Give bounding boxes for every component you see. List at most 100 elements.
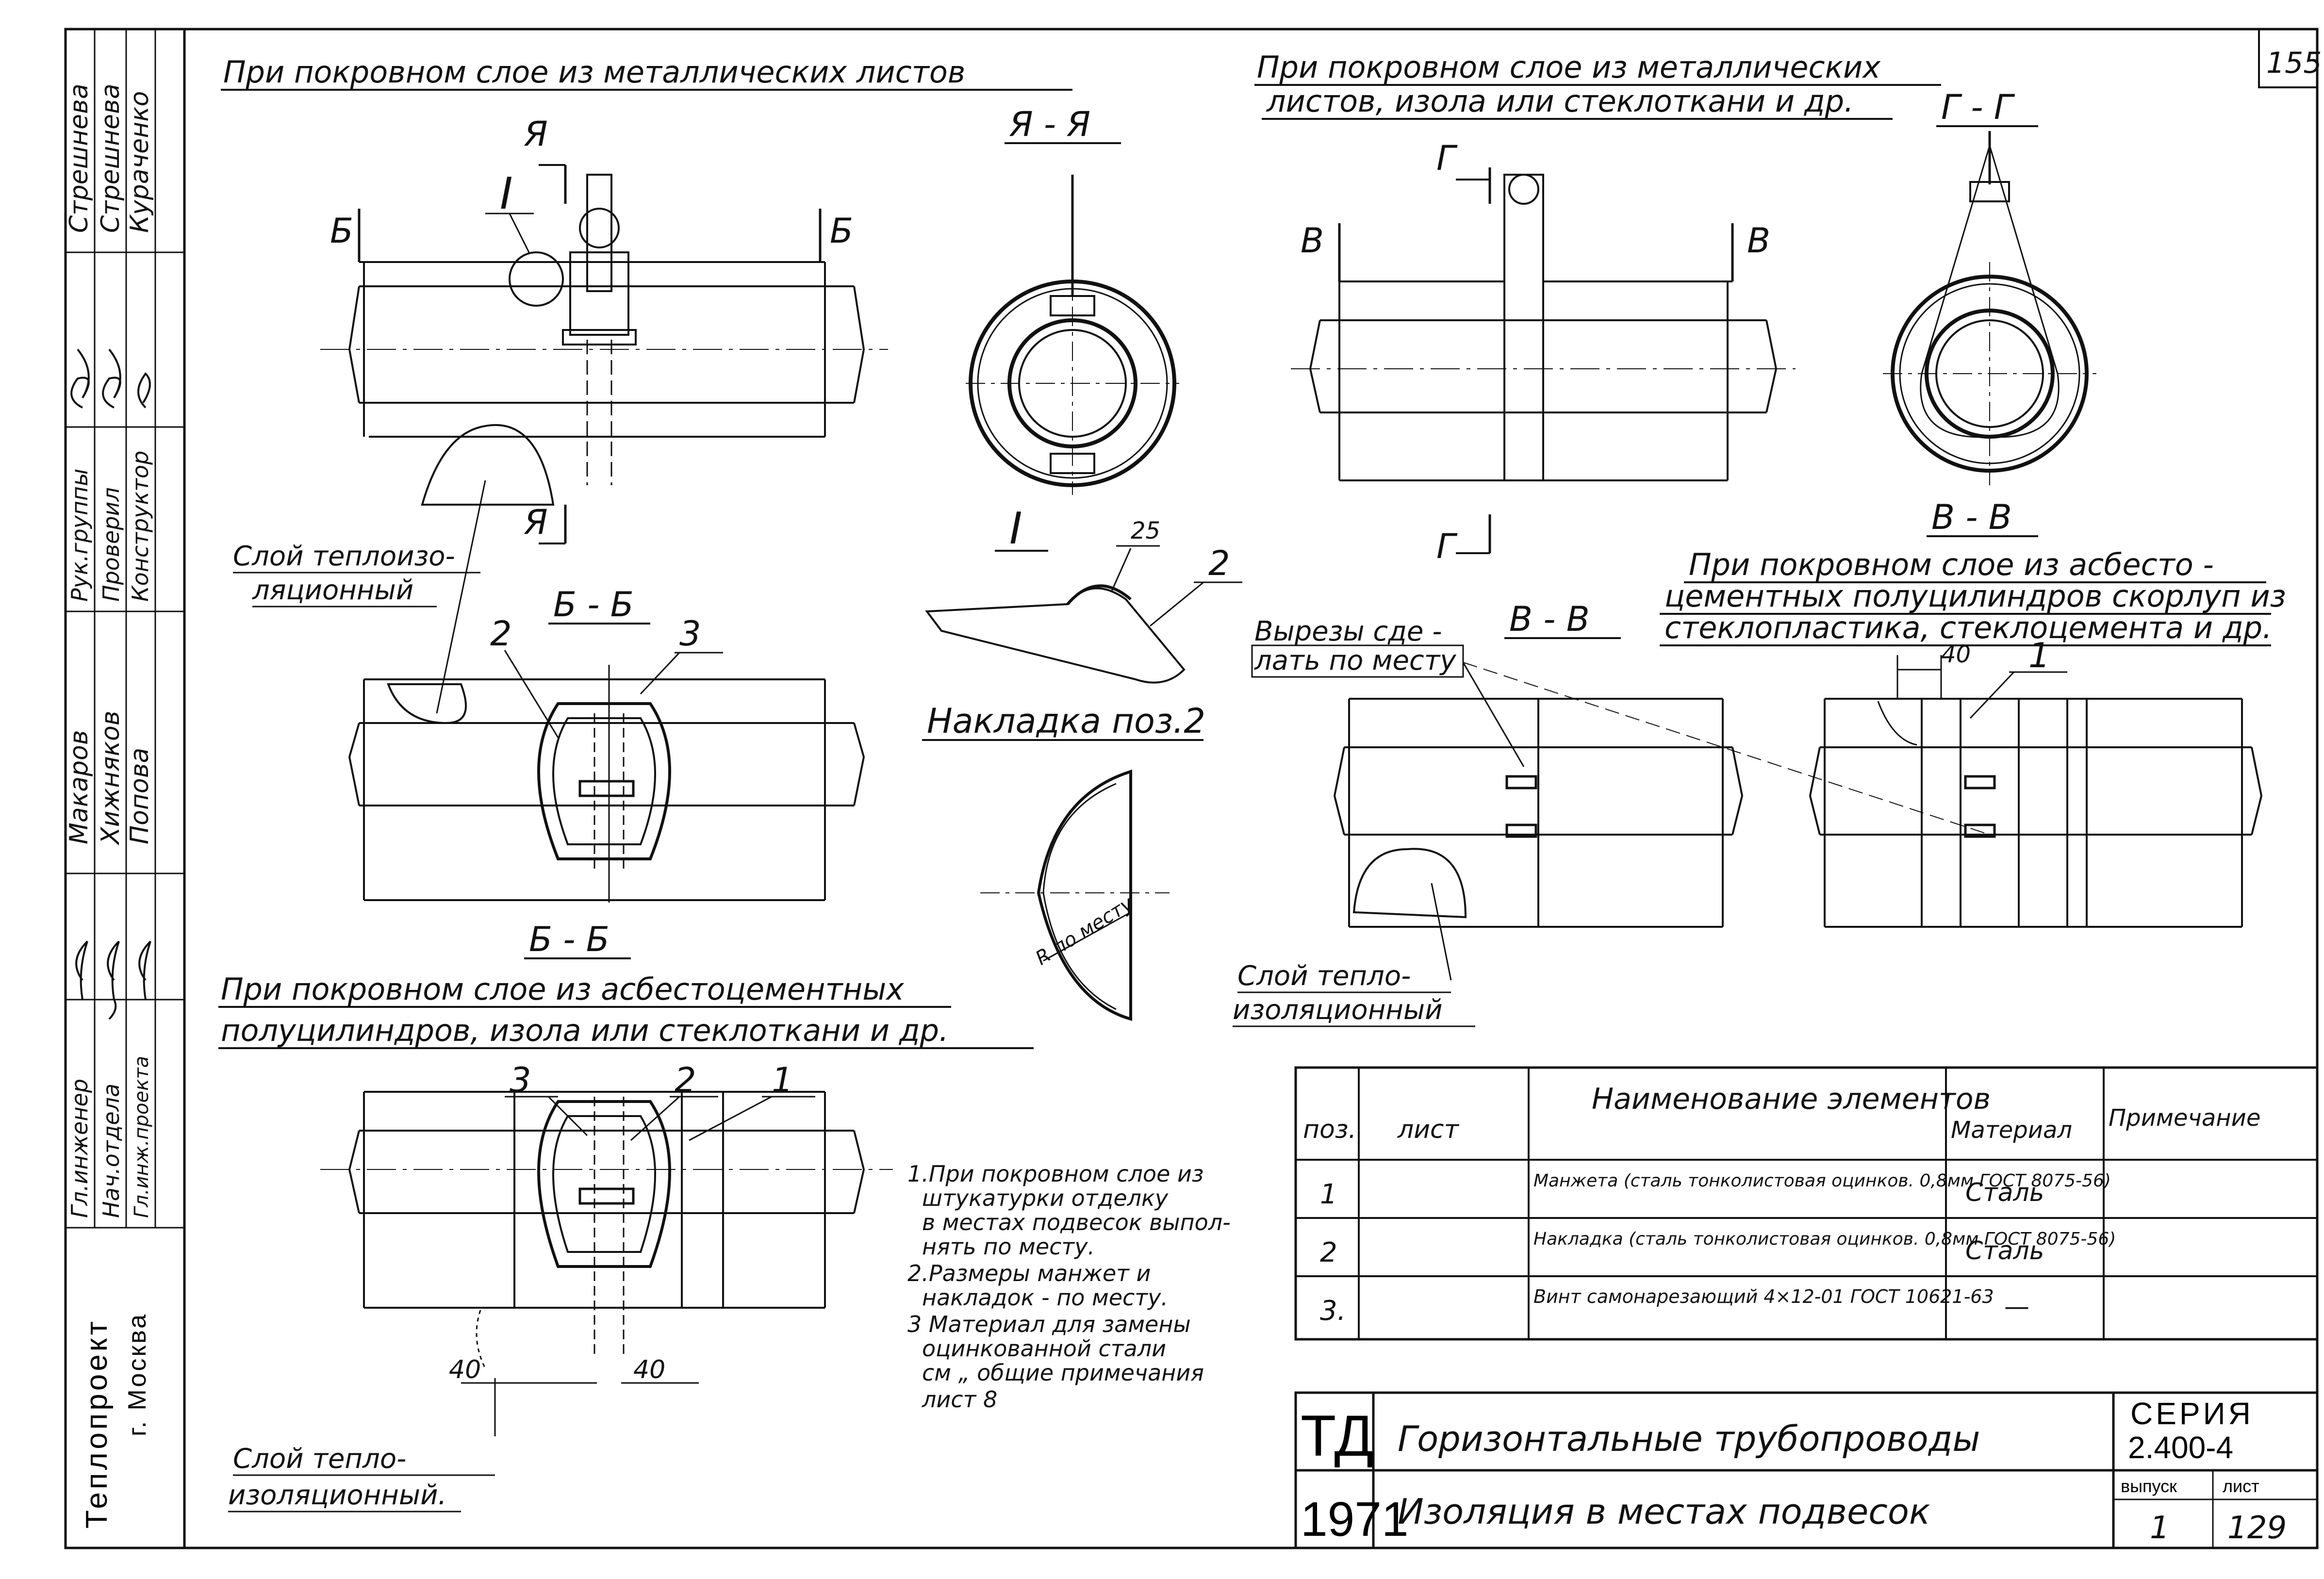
label-V-right: В — [1747, 221, 1770, 261]
lb-dim-40a: 40 — [449, 1355, 481, 1384]
stamp-role-5: Проверил — [98, 487, 124, 602]
stamp-city: г. Москва — [123, 1313, 151, 1436]
overlay-title: Накладка поз.2 — [927, 701, 1205, 741]
view-overlay-pos2: Накладка поз.2 R по месту — [922, 701, 1205, 1021]
node-I-label: I — [1009, 503, 1022, 554]
label-A-top: Я — [524, 114, 548, 154]
note-line-3: в местах подвесок выпол- — [922, 1209, 1231, 1235]
signature-1 — [70, 348, 90, 409]
note-line-2: штукатурки отделку — [922, 1185, 1169, 1211]
section-BB-under: Б - Б — [529, 920, 610, 959]
stamp-role-3: Гл.инж.проекта — [131, 1056, 153, 1218]
view-left-bottom: При покровном слое из асбестоцементных п… — [218, 971, 1034, 1513]
note-line-1: 1.При покровном слое из — [907, 1161, 1203, 1187]
stamp-name-3: Кураченко — [125, 91, 154, 233]
row3-material: — — [2004, 1292, 2029, 1321]
tb-title-1: Горизонтальные трубопроводы — [1398, 1418, 1980, 1459]
label-B-left: Б — [330, 211, 353, 251]
note-line-5: 2.Размеры манжет и — [907, 1260, 1151, 1286]
label-V-left: В — [1301, 221, 1324, 261]
BB-pos3: 3 — [679, 614, 701, 654]
insul-label-2: ляционный — [252, 575, 413, 606]
stamp-name-6: Попова — [125, 748, 154, 844]
note-line-4: нять по месту. — [922, 1234, 1095, 1260]
BB-pos2: 2 — [490, 614, 512, 654]
node-dim-25: 25 — [1131, 517, 1160, 544]
row3-pos: 3. — [1320, 1295, 1346, 1327]
insul-label-r1: Слой тепло- — [1237, 960, 1411, 992]
label-B-right: Б — [830, 211, 853, 251]
left-top-title: При покровном слое из металлических лист… — [223, 54, 965, 90]
left-bottom-title-1: При покровном слое из асбестоцементных — [221, 971, 905, 1007]
th-material: Материал — [1951, 1117, 2072, 1144]
right-top-title-1: При покровном слое из металлических — [1257, 49, 1881, 85]
row1-pos: 1 — [1320, 1179, 1337, 1210]
title-block: ТД 1971 Горизонтальные трубопроводы Изол… — [1294, 1391, 2319, 1549]
tb-org: ТД — [1301, 1403, 1374, 1468]
row3-name: Винт самонарезающий 4×12-01 ГОСТ 10621-6… — [1533, 1286, 1994, 1307]
right-mid-title-1: При покровном слое из асбесто - — [1689, 547, 2214, 582]
rm-pos1: 1 — [2028, 636, 2050, 675]
row1-name: Манжета (сталь тонколистовая оцинков. 0,… — [1533, 1171, 2111, 1191]
view-right-mid: При покровном слое из асбесто - цементны… — [1233, 547, 2286, 1027]
page-number: 155 — [2266, 46, 2322, 80]
label-A-bottom: Я — [524, 502, 548, 542]
view-section-BB: Б - Б 2 3 Б - Б — [348, 585, 865, 959]
section-VV-label: В - В — [1931, 497, 2012, 537]
insul-label-b1: Слой тепло- — [233, 1443, 406, 1475]
view-right-top: При покровном слое из металлических лист… — [1254, 49, 1941, 566]
section-BB-label: Б - Б — [553, 585, 634, 625]
stamp-name-5: Хижняков — [96, 711, 125, 846]
lb-pos1: 1 — [772, 1060, 793, 1100]
stamp-role-1: Гл.инженер — [66, 1079, 93, 1218]
note-line-9: см „ общие примечания — [922, 1360, 1204, 1386]
lb-pos2: 2 — [675, 1060, 696, 1100]
label-node-I: I — [500, 168, 513, 219]
section-GG-label: Г - Г — [1941, 87, 2015, 127]
cutouts-label-2: лать по месту — [1254, 645, 1456, 676]
label-G-bottom: Г — [1436, 526, 1458, 566]
right-mid-title-2: цементных полуцилиндров скорлуп из — [1665, 578, 2286, 614]
cutouts-label-1: Вырезы сде - — [1254, 616, 1442, 647]
label-G-top: Г — [1436, 138, 1458, 178]
stamp-role-2: Нач.отдела — [98, 1084, 124, 1218]
notes: 1.При покровном слое из штукатурки отдел… — [907, 1161, 1231, 1413]
stamp-org: Теплопроект — [80, 1318, 114, 1529]
tb-sheet-value: 129 — [2227, 1510, 2287, 1546]
row2-pos: 2 — [1320, 1237, 1337, 1268]
stamp-name-4: Макаров — [65, 730, 94, 844]
right-top-title-2: листов, изола или стеклоткани и др. — [1266, 83, 1854, 119]
stamp-role-6: Конструктор — [127, 451, 153, 602]
stamp-role-4: Рук.группы — [66, 469, 93, 602]
th-sheet: лист — [1397, 1115, 1460, 1144]
rm-dim-40: 40 — [1941, 641, 1971, 668]
view-node-I: I 25 2 — [925, 503, 1242, 684]
stamp-name-2: Стрешнева — [96, 83, 125, 233]
insul-label-1: Слой теплоизо- — [233, 541, 455, 572]
tb-issue-label: выпуск — [2121, 1476, 2177, 1496]
tb-issue-value: 1 — [2150, 1510, 2170, 1546]
note-line-8: оцинкованной стали — [922, 1335, 1166, 1362]
sheet-frame — [64, 28, 2319, 1549]
th-name: Наименование элементов — [1592, 1082, 1991, 1116]
row1-material: Сталь — [1965, 1178, 2044, 1207]
overlay-r-note: R по месту — [1032, 892, 1138, 970]
lb-dim-40b: 40 — [633, 1355, 665, 1384]
note-line-10: лист 8 — [922, 1386, 997, 1413]
stamp-name-1: Стрешнева — [65, 83, 94, 233]
tb-sheet-label: лист — [2223, 1476, 2259, 1496]
tb-year: 1971 — [1301, 1492, 1408, 1546]
view-left-top: При покровном слое из металлических лист… — [221, 54, 1072, 714]
insul-label-r2: изоляционный — [1233, 994, 1443, 1026]
th-note: Примечание — [2109, 1104, 2260, 1132]
lb-pos3: 3 — [510, 1060, 531, 1100]
spec-table: поз. лист Наименование элементов Материа… — [1294, 1066, 2319, 1341]
right-mid-title-3: стеклопластика, стеклоцемента и др. — [1665, 610, 2272, 645]
section-VV-mid: В - В — [1509, 599, 1590, 639]
side-stamp: Стрешнева Стрешнева Кураченко Макаров Хи… — [65, 29, 184, 1529]
view-section-GG: Г - Г В - В — [1883, 87, 2096, 537]
view-section-AA: Я - Я — [966, 104, 1179, 495]
note-line-6: накладок - по месту. — [922, 1284, 1168, 1311]
section-AA-label: Я - Я — [1009, 104, 1090, 144]
